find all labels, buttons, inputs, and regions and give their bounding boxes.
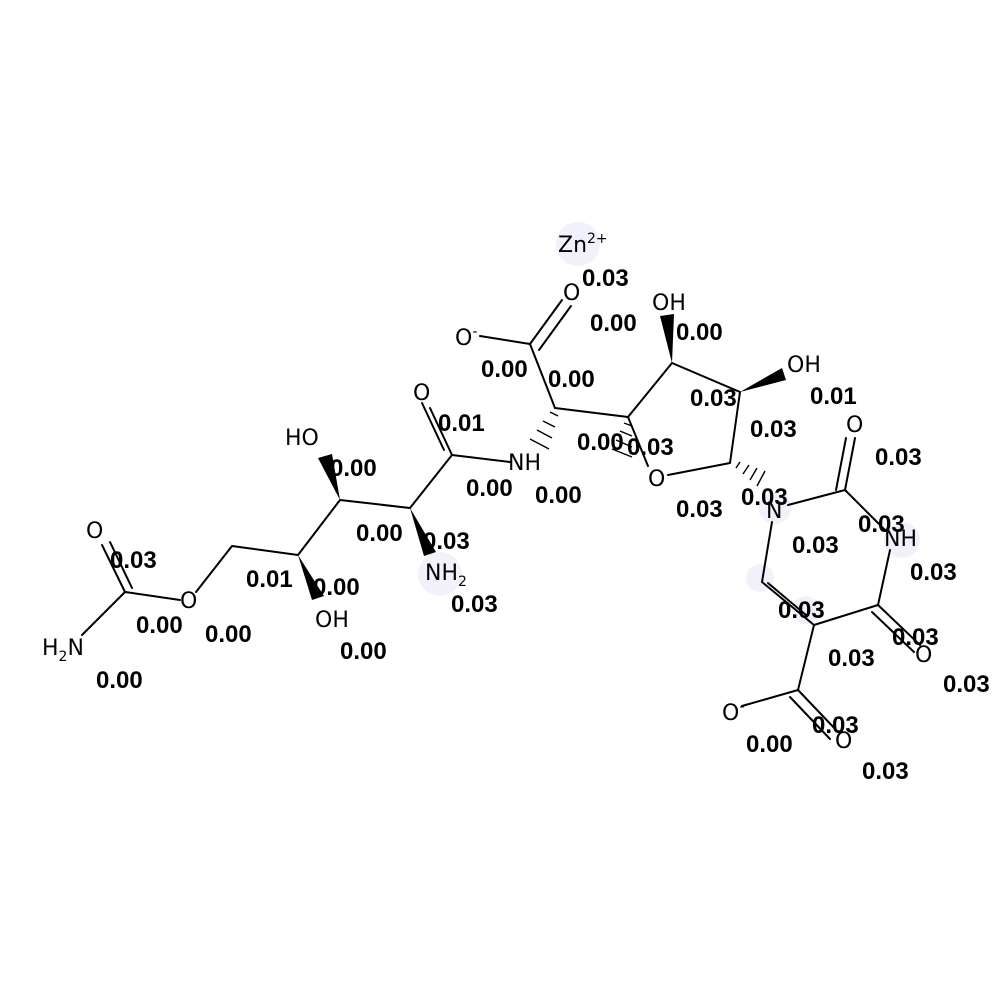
value-label: 0.03 [741,484,788,511]
value-label: 0.00 [205,621,252,648]
oh-right-label: OH [787,353,821,378]
value-label: 0.00 [313,574,360,601]
value-label: 0.00 [340,638,387,665]
value-label: 0.03 [858,511,905,538]
o-carboxylate-bottom: O [835,729,852,754]
value-label: 0.00 [577,429,624,456]
value-label: 0.03 [910,559,957,586]
value-label: 0.00 [356,520,403,547]
nh-amide-label: NH [508,451,541,476]
value-label: 0.03 [792,532,839,559]
atom-halos [418,222,920,624]
value-labels: 0.03 0.00 0.00 0.00 0.00 0.01 0.03 0.01 … [96,265,990,785]
value-label: 0.03 [110,547,157,574]
value-label: 0.03 [812,712,859,739]
value-label: 0.03 [875,444,922,471]
o-carboxylate-top: O [563,281,580,306]
value-label: 0.03 [690,385,737,412]
value-label: 0.00 [136,612,183,639]
value-label: 0.03 [892,624,939,651]
zn-atom: Zn2+ [558,231,608,258]
value-label: 0.03 [862,758,909,785]
wedge-bonds [298,314,786,600]
hash-bonds [529,411,766,487]
value-label: 0.00 [590,310,637,337]
bonds [81,299,921,740]
value-label: 0.03 [423,528,470,555]
value-label: 0.00 [481,356,528,383]
o-minus-bottom: O- [722,699,744,726]
h2n-carbamate: H2N [42,636,84,665]
value-label: 0.00 [466,475,513,502]
value-label: 0.00 [676,319,723,346]
n-ring-label: N [766,499,782,524]
o-ester: O [180,589,197,614]
o-carbamate-carbonyl: O [86,519,103,544]
value-label: 0.01 [810,383,857,410]
value-label: 0.00 [535,482,582,509]
value-label: 0.01 [246,566,293,593]
value-label: 0.00 [548,366,595,393]
atom-labels: Zn2+ O O H2N HO OH NH2 O NH O O- OH OH O… [42,231,932,754]
value-label: 0.03 [451,591,498,618]
value-label: 0.03 [750,416,797,443]
value-label: 0.03 [676,496,723,523]
o-ring-label: O [648,467,665,492]
value-label: 0.03 [828,645,875,672]
nh-uracil-label: NH [884,527,917,552]
o-amide-carbonyl: O [413,381,430,406]
o-minus-top: O- [455,324,477,351]
value-label: 0.00 [96,667,143,694]
value-label: 0.03 [582,265,629,292]
ho-label: HO [285,426,319,451]
value-label: 0.03 [778,597,825,624]
value-label: 0.00 [746,731,793,758]
value-label: 0.01 [438,410,485,437]
value-label: 0.00 [330,455,377,482]
o-uracil-right: O [915,643,932,668]
oh-top-label: OH [652,291,686,316]
value-label: 0.03 [627,434,674,461]
nh2-label: NH2 [425,561,467,590]
oh-lower-label: OH [315,608,349,633]
value-label: 0.03 [943,671,990,698]
o-uracil-top: O [846,413,863,438]
